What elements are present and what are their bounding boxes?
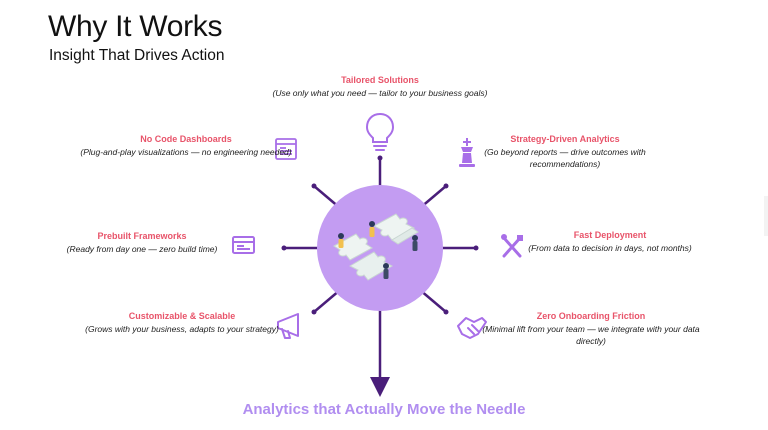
feature-description: (Go beyond reports — drive outcomes with… [484, 147, 646, 169]
spoke-dot-right [473, 245, 479, 251]
chess-king-icon [459, 138, 475, 167]
puzzle-illustration-icon [333, 213, 419, 281]
lightbulb-icon [365, 112, 395, 151]
feature-description: (Ready from day one — zero build time) [66, 244, 218, 254]
feature-title: Zero Onboarding Friction [536, 311, 646, 321]
feature-title: Fast Deployment [573, 230, 647, 240]
dashboard-icon [275, 138, 297, 160]
tools-icon [501, 234, 523, 258]
edge-divider [764, 196, 768, 236]
feature-title: Prebuilt Frameworks [97, 231, 187, 241]
feature-title: Strategy-Driven Analytics [510, 134, 620, 144]
feature-description: (Grows with your business, adapts to you… [85, 324, 279, 334]
feature-fast-deployment: Fast Deployment (From data to decision i… [495, 230, 725, 255]
spoke-dot-bottom-left [311, 309, 317, 315]
feature-title: No Code Dashboards [140, 134, 232, 144]
feature-prebuilt-frameworks: Prebuilt Frameworks (Ready from day one … [27, 231, 257, 256]
feature-no-code-dashboards: No Code Dashboards (Plug-and-play visual… [71, 134, 301, 159]
spoke-dot-bottom-right [443, 309, 449, 315]
spoke-dot-left [281, 245, 287, 251]
page-title: Why It Works [48, 10, 223, 43]
bottom-headline: Analytics that Actually Move the Needle [242, 401, 526, 418]
feature-description: (Use only what you need — tailor to your… [272, 88, 488, 98]
feature-description: (Plug-and-play visualizations — no engin… [80, 147, 292, 157]
feature-tailored-solutions: Tailored Solutions (Use only what you ne… [265, 75, 495, 100]
megaphone-icon [277, 313, 299, 339]
feature-title: Tailored Solutions [341, 75, 419, 85]
feature-zero-onboarding-friction: Zero Onboarding Friction (Minimal lift f… [476, 311, 706, 347]
page-subtitle: Insight That Drives Action [49, 47, 225, 64]
feature-customizable-scalable: Customizable & Scalable (Grows with your… [67, 311, 297, 336]
spoke-line-bottom-right [419, 289, 447, 313]
spoke-line-bottom-left [313, 289, 341, 313]
feature-description: (From data to decision in days, not mont… [528, 243, 692, 253]
browser-window-icon [232, 236, 255, 254]
handshake-icon [457, 317, 487, 339]
feature-title: Customizable & Scalable [128, 311, 236, 321]
hub-circle [317, 185, 443, 311]
spoke-dot-top-right [443, 183, 449, 189]
spoke-dot-top [377, 155, 383, 161]
feature-strategy-driven-analytics: Strategy-Driven Analytics (Go beyond rep… [450, 134, 680, 170]
feature-description: (Minimal lift from your team — we integr… [482, 324, 700, 346]
spoke-dot-top-left [311, 183, 317, 189]
